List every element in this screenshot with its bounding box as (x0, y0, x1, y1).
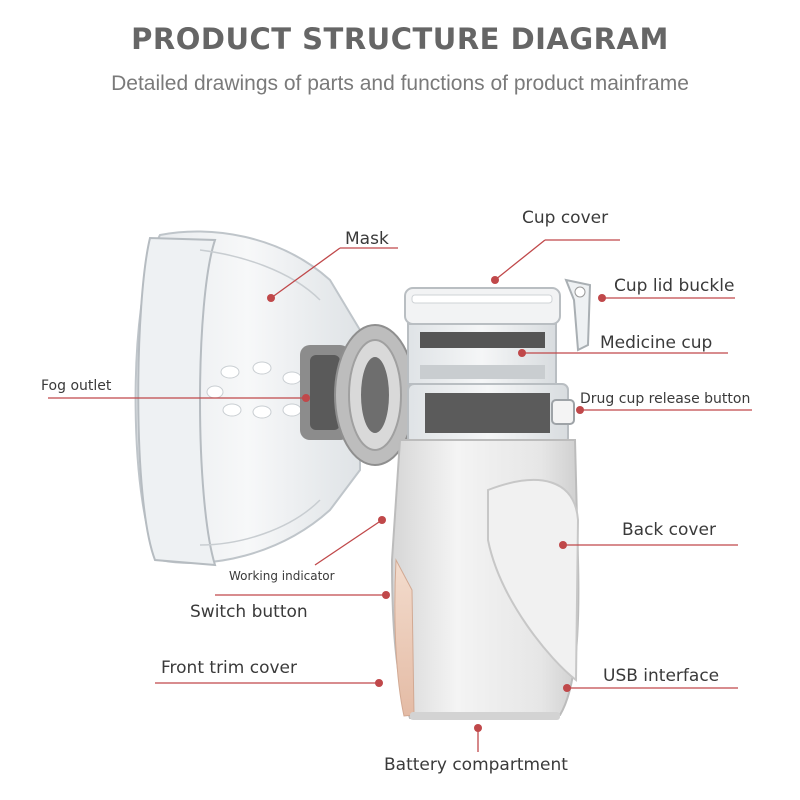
label-usb-interface: USB interface (603, 666, 720, 686)
dot-usb-interface (563, 684, 571, 692)
label-back-cover: Back cover (622, 520, 716, 540)
page-title: PRODUCT STRUCTURE DIAGRAM (131, 22, 669, 56)
dot-mask (267, 294, 275, 302)
label-fog-outlet: Fog outlet (41, 378, 112, 394)
label-working-indicator: Working indicator (229, 569, 335, 583)
mask-connector (300, 324, 416, 466)
dot-back-cover (559, 541, 567, 549)
label-cup-cover: Cup cover (522, 208, 609, 228)
label-drug-cup-release-button: Drug cup release button (580, 391, 751, 407)
label-switch-button: Switch button (190, 602, 308, 622)
medicine-cup-shape (404, 278, 592, 385)
device-body (390, 439, 580, 720)
dot-working-indicator (378, 516, 386, 524)
label-mask: Mask (345, 229, 389, 249)
leader-mask (270, 247, 341, 299)
dot-cup-cover (491, 276, 499, 284)
dot-cup-lid-buckle (598, 294, 606, 302)
label-front-trim-cover: Front trim cover (161, 658, 297, 678)
dot-battery-compartment (474, 724, 482, 732)
dot-drug-cup-release (576, 406, 584, 414)
label-cup-lid-buckle: Cup lid buckle (614, 276, 735, 296)
dot-medicine-cup (518, 349, 526, 357)
mask-shape (134, 230, 361, 567)
dot-fog-outlet (302, 394, 310, 402)
page-subtitle: Detailed drawings of parts and functions… (111, 72, 689, 95)
leader-cup-cover (494, 239, 546, 281)
callout-leaders (48, 239, 752, 752)
label-medicine-cup: Medicine cup (600, 333, 713, 353)
leader-working-indicator (314, 519, 383, 566)
dot-front-trim-cover (375, 679, 383, 687)
drug-cup-chamber (407, 383, 575, 445)
label-battery-compartment: Battery compartment (384, 755, 568, 775)
dot-switch-button (382, 591, 390, 599)
